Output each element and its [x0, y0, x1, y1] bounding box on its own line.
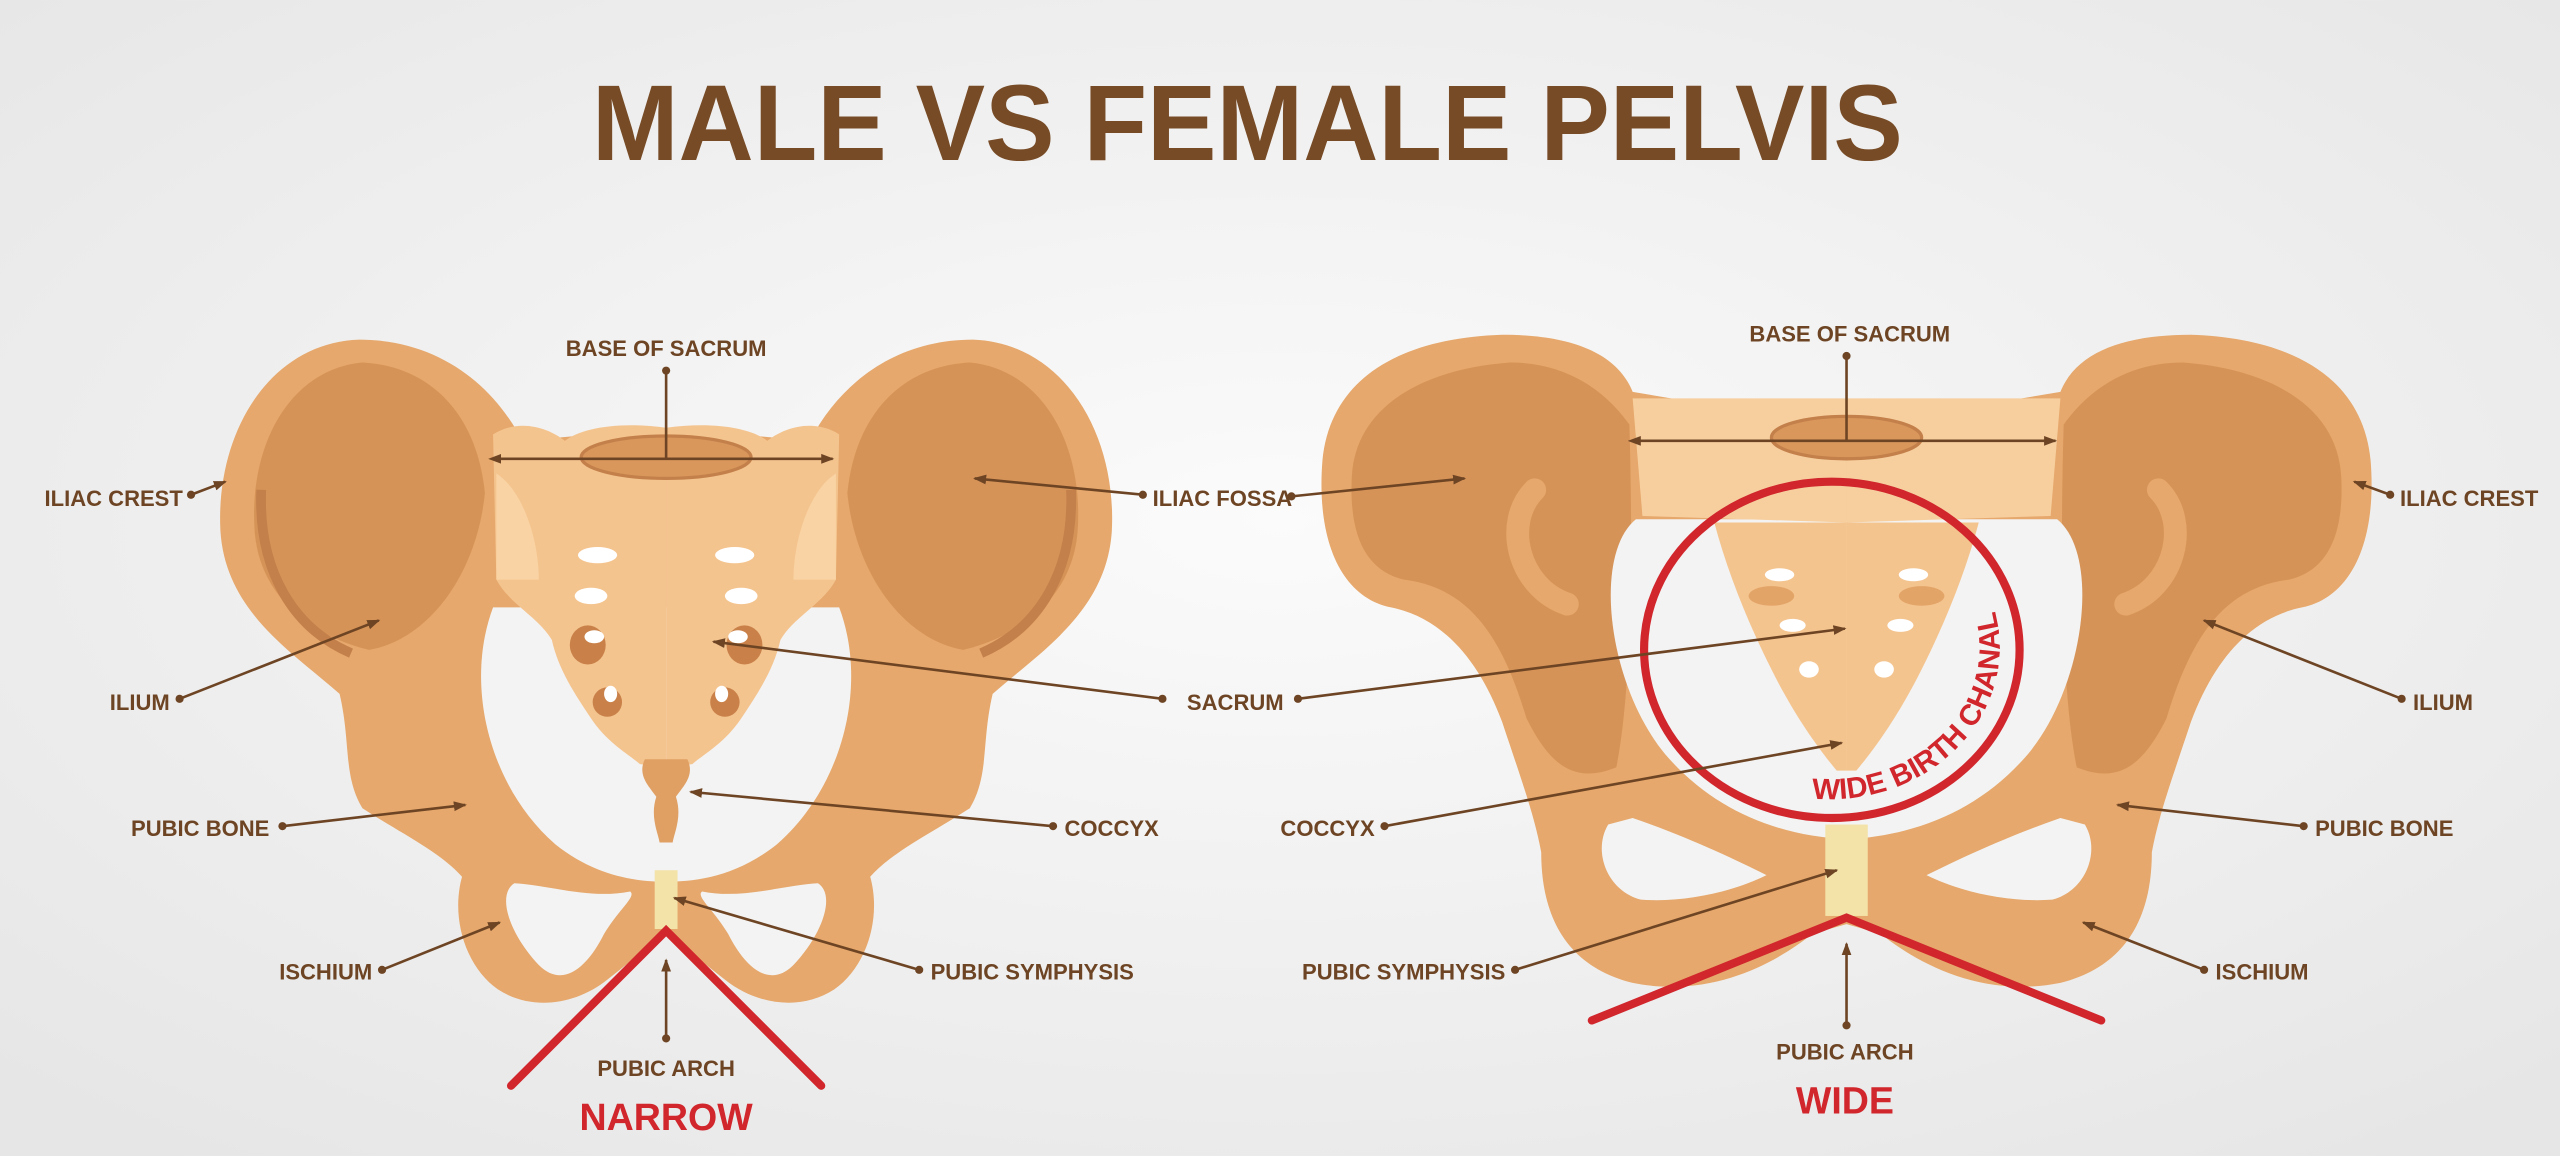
label-sacrum: SACRUM	[1187, 690, 1284, 715]
male-coccyx	[642, 759, 690, 843]
female-pubic-arch-line	[1587, 913, 2106, 1025]
label-female-base-of-sacrum: BASE OF SACRUM	[1749, 321, 1950, 346]
label-male-arch-narrow: NARROW	[580, 1096, 754, 1138]
label-female-arch-wide: WIDE	[1796, 1080, 1894, 1122]
label-male-base-of-sacrum: BASE OF SACRUM	[566, 336, 767, 361]
label-male-pubic-symphysis: PUBIC SYMPHYSIS	[931, 960, 1134, 985]
label-male-ischium: ISCHIUM	[279, 960, 372, 985]
label-male-iliac-crest: ILIAC CREST	[45, 486, 184, 511]
label-male-ilium: ILIUM	[110, 690, 170, 715]
female-pubic-symphysis	[1825, 824, 1868, 916]
label-male-pubic-bone: PUBIC BONE	[131, 816, 269, 841]
female-pelvis-illustration: WIDE BIRTH CHANAL	[1321, 335, 2371, 1025]
label-female-ilium: ILIUM	[2413, 690, 2473, 715]
label-male-pubic-arch: PUBIC ARCH	[597, 1056, 735, 1081]
label-female-pubic-bone: PUBIC BONE	[2315, 816, 2453, 841]
male-pelvis-illustration	[220, 340, 1112, 1090]
male-pubic-arch-line	[506, 924, 826, 1090]
label-female-coccyx: COCCYX	[1280, 816, 1375, 841]
female-labels: BASE OF SACRUM COCCYX PUBIC SYMPHYSIS IL…	[1280, 321, 2538, 1121]
label-female-iliac-crest: ILIAC CREST	[2400, 486, 2539, 511]
page-title: MALE VS FEMALE PELVIS	[592, 62, 1903, 183]
label-female-pubic-symphysis: PUBIC SYMPHYSIS	[1302, 960, 1505, 985]
label-female-pubic-arch: PUBIC ARCH	[1776, 1040, 1914, 1065]
label-iliac-fossa: ILIAC FOSSA	[1153, 486, 1293, 511]
birth-canal-circle	[1640, 477, 2024, 823]
label-female-ischium: ISCHIUM	[2216, 960, 2309, 985]
label-male-coccyx: COCCYX	[1064, 816, 1159, 841]
male-pubic-symphysis	[654, 870, 678, 930]
male-labels: BASE OF SACRUM ILIAC CREST ILIAC FOSSA I…	[45, 336, 1847, 1138]
